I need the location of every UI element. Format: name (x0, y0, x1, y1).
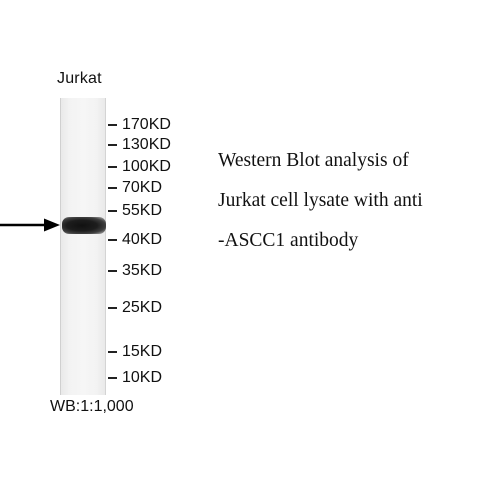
marker-tick (108, 124, 117, 126)
marker-35kd: 35KD (108, 261, 162, 281)
marker-40kd: 40KD (108, 230, 162, 250)
marker-100kd: 100KD (108, 157, 171, 177)
marker-label: 15KD (122, 343, 163, 360)
marker-label: 10KD (122, 369, 163, 386)
marker-130kd: 130KD (108, 135, 171, 155)
marker-70kd: 70KD (108, 178, 162, 198)
blot-lane (60, 98, 106, 395)
marker-170kd: 170KD (108, 115, 171, 135)
marker-label: 130KD (122, 136, 171, 153)
dilution-label: WB:1:1,000 (50, 398, 134, 415)
marker-label: 70KD (122, 179, 163, 196)
marker-10kd: 10KD (108, 368, 162, 388)
marker-tick (108, 166, 117, 168)
marker-label: 55KD (122, 202, 163, 219)
marker-label: 100KD (122, 158, 171, 175)
protein-band (62, 217, 106, 234)
marker-tick (108, 187, 117, 189)
caption-line: -ASCC1 antibody (218, 230, 359, 251)
caption-line: Jurkat cell lysate with anti (218, 190, 423, 211)
marker-tick (108, 239, 117, 241)
figure-caption: Western Blot analysis of Jurkat cell lys… (218, 150, 498, 270)
marker-label: 25KD (122, 299, 163, 316)
marker-15kd: 15KD (108, 342, 162, 362)
marker-tick (108, 377, 117, 379)
marker-tick (108, 307, 117, 309)
marker-label: 35KD (122, 262, 163, 279)
lane-label: Jurkat (57, 70, 102, 87)
marker-tick (108, 351, 117, 353)
arrow-right-icon (0, 218, 60, 232)
marker-tick (108, 210, 117, 212)
caption-line: Western Blot analysis of (218, 150, 409, 171)
marker-label: 40KD (122, 231, 163, 248)
marker-55kd: 55KD (108, 201, 162, 221)
marker-label: 170KD (122, 116, 171, 133)
marker-tick (108, 270, 117, 272)
marker-tick (108, 144, 117, 146)
marker-25kd: 25KD (108, 298, 162, 318)
